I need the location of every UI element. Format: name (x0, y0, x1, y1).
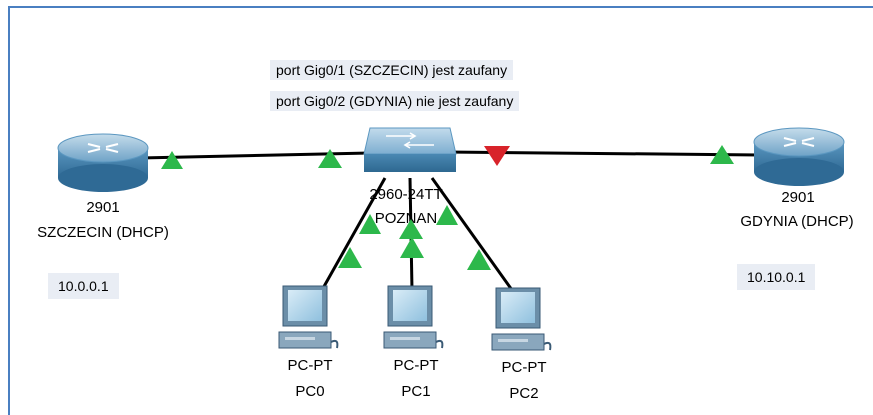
link-up-triangle-icon (436, 205, 458, 225)
pc0-name: PC0 (295, 383, 325, 400)
switch-icon[interactable] (363, 127, 457, 172)
link-indicators (161, 145, 734, 270)
link-up-triangle-icon (161, 151, 183, 169)
frame-left-border (8, 6, 10, 415)
switch-name: POZNAN (374, 210, 438, 227)
pc-icon[interactable] (491, 287, 552, 351)
note-trusted-port: port Gig0/1 (SZCZECIN) jest zaufany (270, 60, 514, 80)
link-poznan-pc0[interactable] (320, 177, 387, 291)
pc2-model: PC-PT (501, 359, 547, 376)
link-up-triangle-icon (399, 219, 423, 239)
link-up-triangle-icon (710, 145, 734, 164)
router-right-name: GDYNIA (DHCP) (740, 213, 854, 230)
note-untrusted-port: port Gig0/2 (GDYNIA) nie jest zaufany (270, 91, 520, 111)
link-down-triangle-icon (484, 146, 510, 166)
frame-top-border (8, 6, 873, 8)
router-icon[interactable] (753, 127, 845, 186)
link-up-triangle-icon (359, 214, 381, 234)
link-up-triangle-icon (400, 237, 424, 258)
link-up-triangle-icon (318, 149, 342, 168)
router-left-model: 2901 (86, 199, 120, 216)
pc1-name: PC1 (401, 383, 431, 400)
router-right-ip: 10.10.0.1 (737, 264, 816, 290)
router-left-ip: 10.0.0.1 (48, 273, 119, 299)
router-icon[interactable] (57, 133, 149, 192)
pc0-model: PC-PT (287, 357, 333, 374)
pc-icon[interactable] (278, 285, 339, 349)
router-right-model: 2901 (781, 189, 815, 206)
pc1-model: PC-PT (393, 357, 439, 374)
router-left-name: SZCZECIN (DHCP) (37, 224, 169, 241)
pc2-name: PC2 (509, 385, 539, 402)
switch-model: 2960-24TT (369, 186, 443, 203)
link-poznan-pc2[interactable] (430, 177, 514, 291)
pc-icon[interactable] (383, 285, 444, 349)
link-up-triangle-icon (338, 247, 362, 268)
link-up-triangle-icon (467, 249, 491, 270)
